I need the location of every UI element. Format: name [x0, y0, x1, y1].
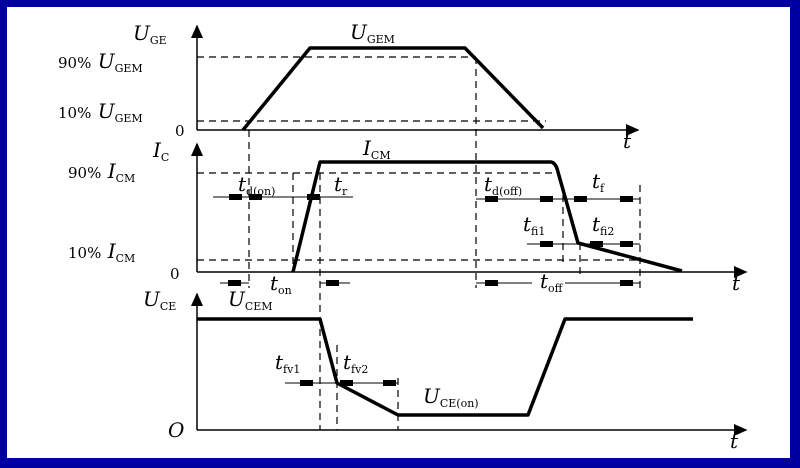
timing-guide-lines — [248, 57, 641, 430]
ic-axis-label: IC — [152, 138, 169, 164]
panel-uce: UCE UCEM UCE(on) tfv1 tfv2 O t — [143, 287, 748, 453]
uge-90pct-label: 90% UGEM — [58, 49, 143, 75]
uge-10pct-label: 10% UGEM — [58, 99, 143, 125]
ic-dimension-lines — [476, 198, 640, 284]
uce-on-label: UCE(on) — [423, 384, 479, 410]
ic-10pct-label: 10% ICM — [68, 239, 135, 265]
td-on-label: td(on) — [238, 172, 275, 198]
ic-waveform — [291, 160, 683, 273]
ic-90pct-label: 90% ICM — [68, 159, 135, 185]
td-off-label: td(off) — [484, 172, 522, 198]
uce-waveform — [197, 317, 693, 417]
toff-label: toff — [540, 269, 564, 295]
tfv2-label: tfv2 — [343, 350, 368, 376]
tr-label: tr — [334, 172, 348, 198]
ton-label: ton — [270, 271, 292, 297]
tfi2-label: tfi2 — [592, 212, 614, 238]
uge-axis-label: UGE — [133, 21, 167, 47]
ic-time-label: t — [732, 271, 741, 295]
ugem-label: UGEM — [350, 20, 395, 46]
uce-time-label: t — [730, 429, 739, 453]
tfi1-label: tfi1 — [523, 212, 545, 238]
ucem-label: UCEM — [228, 287, 273, 313]
uce-origin: O — [168, 418, 184, 442]
ic-threshold-lines — [197, 172, 640, 261]
panel-ic: IC ICM 90% ICM 10% ICM 0 t td(on) tr ton… — [68, 57, 748, 430]
tf-label: tf — [592, 169, 605, 195]
tfv1-label: tfv1 — [275, 350, 300, 376]
uge-zero: 0 — [175, 122, 185, 140]
uge-threshold-lines — [197, 56, 546, 122]
uce-axis-label: UCE — [143, 287, 176, 313]
uge-time-label: t — [623, 129, 632, 153]
ic-zero: 0 — [170, 265, 180, 283]
icm-label: ICM — [362, 136, 391, 162]
uge-waveform — [241, 46, 545, 132]
panel-uge: UGE UGEM 90% UGEM 10% UGEM 0 t — [58, 20, 640, 153]
uce-guide-lines — [336, 345, 399, 430]
